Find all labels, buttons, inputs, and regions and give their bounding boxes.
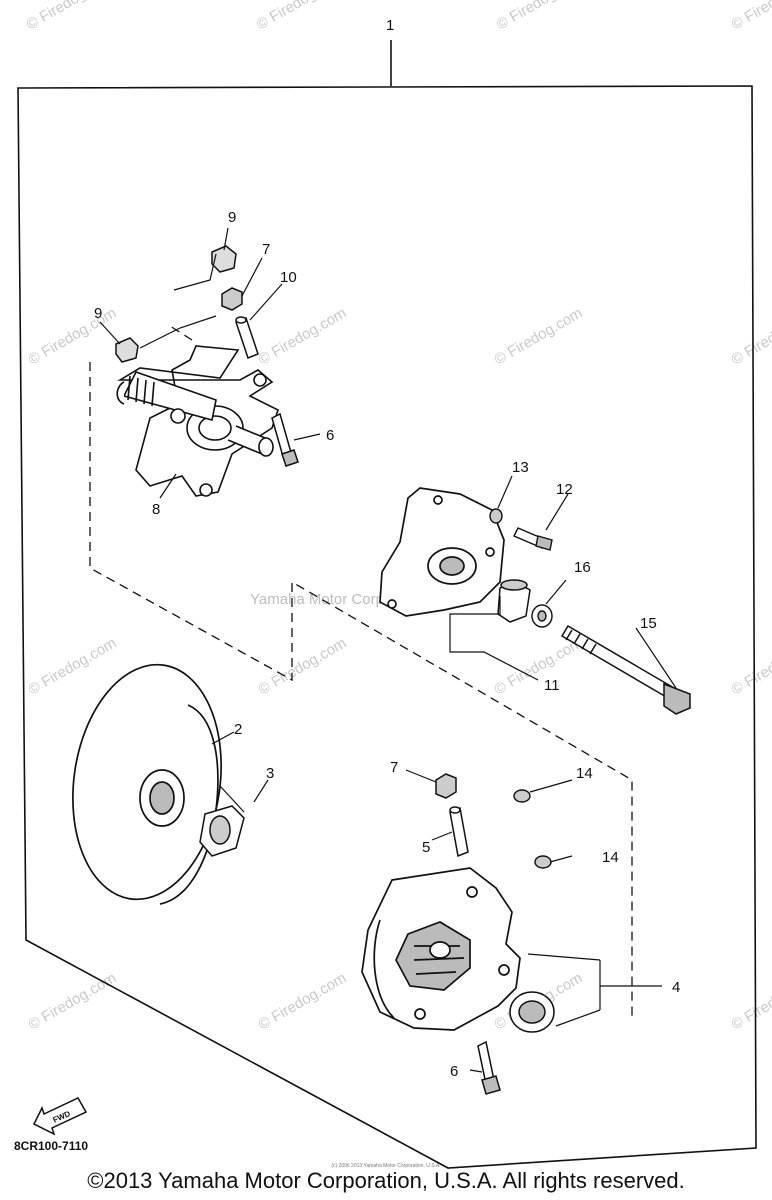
callout-15: 15 xyxy=(640,615,657,632)
callout-7: 7 xyxy=(262,241,270,258)
callout-11: 11 xyxy=(544,677,560,694)
separator-lines xyxy=(89,325,633,1020)
diagram-code: 8CR100-7110 xyxy=(14,1139,88,1153)
watermark: © Firedog.com xyxy=(256,969,350,1033)
leader-lines xyxy=(99,227,677,1073)
callout-9: 9 xyxy=(228,209,236,226)
watermark: © Firedog.com xyxy=(254,0,348,33)
watermark: © Firedog.com xyxy=(492,634,586,698)
collar xyxy=(199,805,245,857)
cover-plate xyxy=(379,487,505,617)
callout-9: 9 xyxy=(94,305,102,322)
assembly-outline xyxy=(17,40,757,1169)
callout-8: 8 xyxy=(152,501,160,518)
callout-2: 2 xyxy=(234,721,242,738)
long-bolt xyxy=(560,624,691,715)
callout-6: 6 xyxy=(450,1063,458,1080)
nut xyxy=(435,773,457,799)
watermark: © Firedog.com xyxy=(26,634,120,698)
seal-ring xyxy=(509,991,555,1033)
callout-1: 1 xyxy=(386,17,394,34)
callouts: 1 9 7 10 9 6 8 13 12 16 15 11 2 3 7 14 5… xyxy=(94,17,680,1080)
watermark: © Firedog.com xyxy=(729,969,772,1033)
watermark: © Firedog.com xyxy=(24,0,118,33)
copyright-footer: ©2013 Yamaha Motor Corporation, U.S.A. A… xyxy=(87,1168,685,1193)
slider-block xyxy=(115,245,237,363)
callout-10: 10 xyxy=(280,269,297,286)
callout-6: 6 xyxy=(326,427,334,444)
pin xyxy=(449,806,469,858)
callout-5: 5 xyxy=(422,839,430,856)
watermark: © Firedog.com xyxy=(492,304,586,368)
bolt xyxy=(271,412,299,467)
spider-assembly xyxy=(116,345,279,497)
nut xyxy=(221,287,243,311)
bushing xyxy=(497,579,531,623)
callout-4: 4 xyxy=(672,979,680,996)
washer xyxy=(489,508,503,524)
bolt xyxy=(477,1040,501,1095)
sheave-disk xyxy=(72,663,222,905)
tiny-copyright-notice: (c) 2006 2013 Yamaha Motor Corporation, … xyxy=(331,1163,441,1169)
pin xyxy=(235,316,259,359)
movable-sheave xyxy=(361,867,521,1031)
callout-13: 13 xyxy=(512,459,529,476)
callout-3: 3 xyxy=(266,765,274,782)
callout-16: 16 xyxy=(574,559,591,576)
watermark: © Firedog.com xyxy=(256,304,350,368)
watermark: © Firedog.com xyxy=(26,969,120,1033)
washer xyxy=(531,604,553,628)
callout-14: 14 xyxy=(602,849,619,866)
watermark: © Firedog.com xyxy=(494,0,588,33)
callout-14: 14 xyxy=(576,765,593,782)
washer xyxy=(513,789,552,869)
watermark: © Firedog.com xyxy=(26,304,120,368)
watermark: © Firedog.com xyxy=(729,304,772,368)
fwd-arrow-icon: FWD xyxy=(32,1097,88,1136)
watermark: © Firedog.com xyxy=(256,634,350,698)
watermark: © Firedog.com xyxy=(729,0,772,33)
bolt xyxy=(513,527,553,551)
callout-7: 7 xyxy=(390,759,398,776)
watermark: © Firedog.com xyxy=(729,634,772,698)
callout-12: 12 xyxy=(556,481,573,498)
